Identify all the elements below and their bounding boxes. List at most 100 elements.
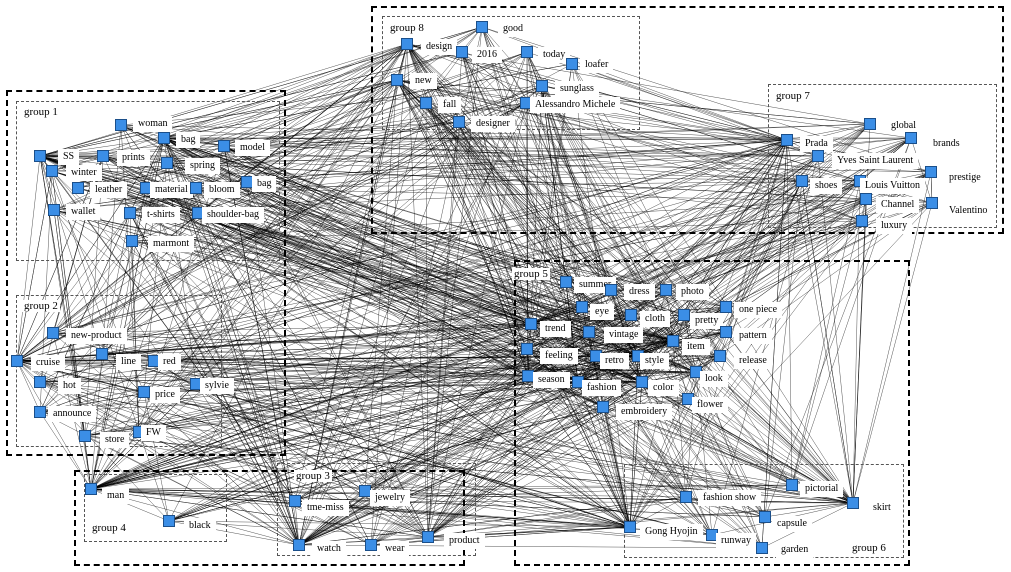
edge-prada-gong [629, 139, 788, 528]
edge-gong-cruise [16, 360, 631, 528]
edge-gong-store [84, 435, 631, 528]
edge-jewelry-sylvie [195, 383, 366, 492]
edge-cruise-fw [16, 360, 140, 433]
edge-fall-good [425, 26, 483, 104]
edge-ss-designer [39, 121, 460, 157]
node-label-model: model [235, 140, 270, 156]
edge-product-fashion [427, 381, 579, 538]
node-label-prints: prints [117, 150, 150, 166]
edge-ss-y2016 [39, 51, 463, 157]
edge-bag2-gong [246, 181, 631, 528]
node-marker-valentino [926, 197, 938, 209]
node-label-ss: SS [58, 149, 80, 165]
edge-prada-loafer [571, 63, 788, 141]
group-label-6: group 6 [850, 542, 888, 554]
edge-ysl-fashion [577, 155, 819, 383]
cluster-outer-bottom-left [74, 470, 465, 566]
edge-embroidery-ysl [602, 155, 819, 408]
node-label-luxury: luxury [876, 218, 913, 234]
edge-new-spring [166, 79, 398, 164]
edge-prada-woman [120, 124, 788, 141]
node-label-fashion: fashion [582, 380, 622, 396]
node-marker-prada [781, 134, 793, 146]
node-label-onepiece: one piece [734, 302, 783, 318]
edge-skirt-product [427, 502, 854, 538]
edge-season-runway [527, 375, 713, 536]
edge-cruise-designer [16, 121, 460, 362]
node-label-retro: retro [600, 353, 629, 369]
node-marker-pattern [720, 326, 732, 338]
node-marker-global [864, 118, 876, 130]
edge-cruise-fashion [16, 360, 579, 383]
node-label-capsule: capsule [772, 516, 812, 532]
edge-dress-marmont [131, 240, 612, 291]
edge-item-brands [672, 137, 912, 342]
node-label-new: new [410, 73, 437, 89]
cluster-outer-bottom-right [514, 260, 910, 566]
edge-prada-pattern [725, 139, 788, 333]
node-marker-winter [46, 165, 58, 177]
node-label-look: look [700, 371, 728, 387]
edge-cruise-skirt [16, 360, 854, 504]
edge-gong-luxury [629, 220, 863, 528]
edge-color-fashionshow [641, 381, 687, 498]
node-label-man: man [102, 488, 130, 504]
edge-gong-man [90, 488, 631, 528]
edge-ss-vintage [39, 155, 590, 333]
node-label-embroidery: embroidery [616, 404, 673, 420]
edge-brands-valentino [910, 137, 933, 204]
edge-skirt-price [143, 391, 854, 504]
edge-ysl-jewelry [364, 155, 819, 492]
edge-season-product [427, 375, 529, 538]
cluster-outer-top [371, 6, 1004, 234]
node-marker-gong [624, 521, 636, 533]
edge-style-announce [39, 355, 639, 413]
node-label-marmont: marmont [148, 236, 195, 252]
node-marker-onepiece [720, 301, 732, 313]
edge-hot-price [39, 381, 145, 393]
edge-watch-tmemiss [294, 500, 300, 546]
edge-product-man [90, 488, 429, 538]
node-marker-trend [525, 318, 537, 330]
edge-watch-flower [298, 398, 689, 546]
node-marker-price [138, 386, 150, 398]
node-marker-today [521, 46, 533, 58]
edge-runway-embroidery [602, 406, 713, 536]
edge-gong-hot [39, 381, 631, 528]
edge-watch-channel [298, 198, 867, 546]
edge-season-gong [527, 375, 631, 528]
node-label-store: store [100, 432, 130, 448]
edge-photo-tmemiss [294, 289, 667, 502]
group-box-1 [16, 101, 280, 261]
edge-alessandro-spring [166, 102, 527, 164]
edge-cruise-winter [16, 170, 53, 362]
edge-man-prestige [90, 171, 932, 490]
edge-watch-new [298, 79, 398, 546]
node-marker-spring [161, 157, 173, 169]
node-marker-prints [97, 150, 109, 162]
node-label-gong: Gong Hyojin [640, 524, 703, 540]
node-label-shoulderbag: shoulder-bag [202, 207, 265, 223]
edge-wear-gong [370, 526, 631, 546]
edge-cruise-ss [16, 155, 41, 362]
edge-ss-wallet [39, 155, 55, 211]
node-label-trend: trend [540, 321, 571, 337]
group-label-4: group 4 [90, 522, 128, 534]
edge-trend-fw [138, 323, 532, 433]
edge-fashion-ss [39, 155, 579, 383]
edge-price-luxury [143, 220, 863, 393]
node-label-designer: designer [471, 116, 515, 132]
edge-y2016-eye [461, 51, 583, 308]
edge-skirt-pretty [683, 314, 854, 504]
edge-look-pictorial [695, 371, 793, 486]
node-label-product: product [444, 533, 485, 549]
edge-product-winter [51, 170, 429, 538]
edge-channel-skirt [852, 198, 867, 504]
node-marker-wallet [48, 204, 60, 216]
node-marker-tmemiss [289, 495, 301, 507]
edge-trend-wear [370, 323, 532, 546]
edge-gong-spring [166, 162, 631, 528]
node-label-shoes: shoes [810, 178, 843, 194]
edge-style-good [481, 26, 639, 357]
node-marker-prestige [925, 166, 937, 178]
